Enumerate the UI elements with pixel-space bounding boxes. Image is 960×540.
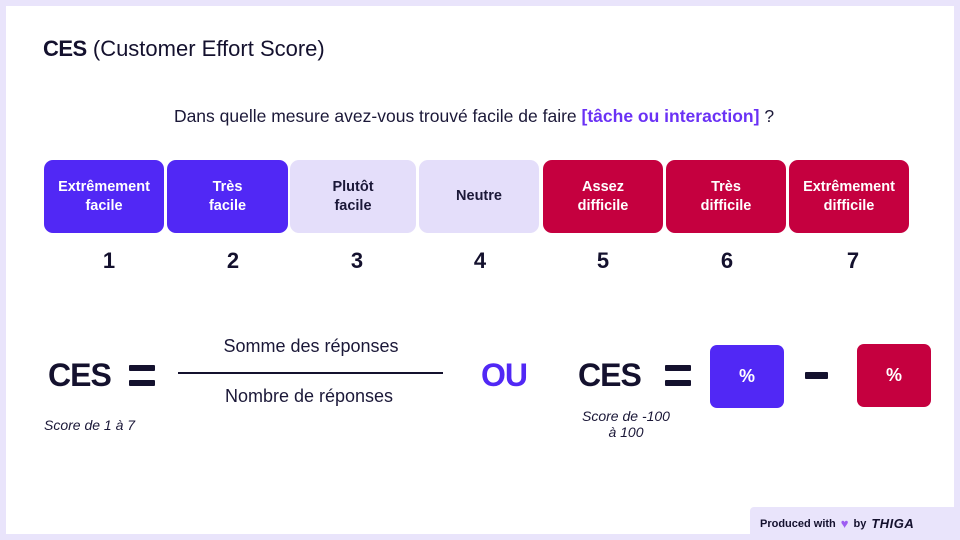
scale-number-6: 6 (720, 248, 734, 273)
formula2-note: Score de -100 à 100 (570, 408, 682, 440)
footer-produced: Produced with (760, 517, 836, 530)
scale-number-2: 2 (226, 248, 240, 273)
formula1-numerator: Somme des réponses (223, 336, 399, 356)
scale-number-5: 5 (596, 248, 610, 273)
formula1-note: Score de 1 à 7 (44, 417, 136, 433)
formula2-ces: CES (578, 357, 642, 393)
scale-number-3: 3 (350, 248, 364, 273)
footer-by: by (853, 517, 867, 530)
scale-option-4: Neutre (419, 160, 539, 233)
percent-box-easy: % (710, 345, 784, 408)
formula1-ces: CES (48, 357, 112, 393)
question-highlight: [tâche ou interaction] (581, 106, 760, 126)
brand-logo: THIGA (871, 516, 915, 531)
survey-question: Dans quelle mesure avez-vous trouvé faci… (0, 106, 948, 127)
scale-number-1: 1 (102, 248, 116, 273)
or-separator: OU (481, 357, 528, 393)
produced-by-badge: Produced with ♥ by THIGA (750, 507, 960, 540)
scale-number-7: 7 (846, 248, 860, 273)
formula2-equals-sign (665, 365, 691, 386)
page-title: CES (Customer Effort Score) (43, 36, 325, 62)
question-suffix: ? (759, 106, 775, 126)
formula2-note-line2: à 100 (608, 424, 644, 440)
minus-sign (805, 372, 828, 379)
title-acronym: CES (43, 36, 87, 61)
scale-number-4: 4 (473, 248, 487, 273)
title-rest: (Customer Effort Score) (86, 36, 325, 61)
formula1-equals-sign (129, 365, 155, 386)
percent-box-difficult: % (857, 344, 931, 407)
formula1-denominator: Nombre de réponses (224, 386, 394, 406)
formula2-note-line1: Score de -100 (582, 408, 670, 424)
fraction-line (178, 372, 443, 374)
heart-icon: ♥ (840, 516, 849, 531)
slide (6, 6, 954, 534)
question-text: Dans quelle mesure avez-vous trouvé faci… (173, 106, 582, 126)
